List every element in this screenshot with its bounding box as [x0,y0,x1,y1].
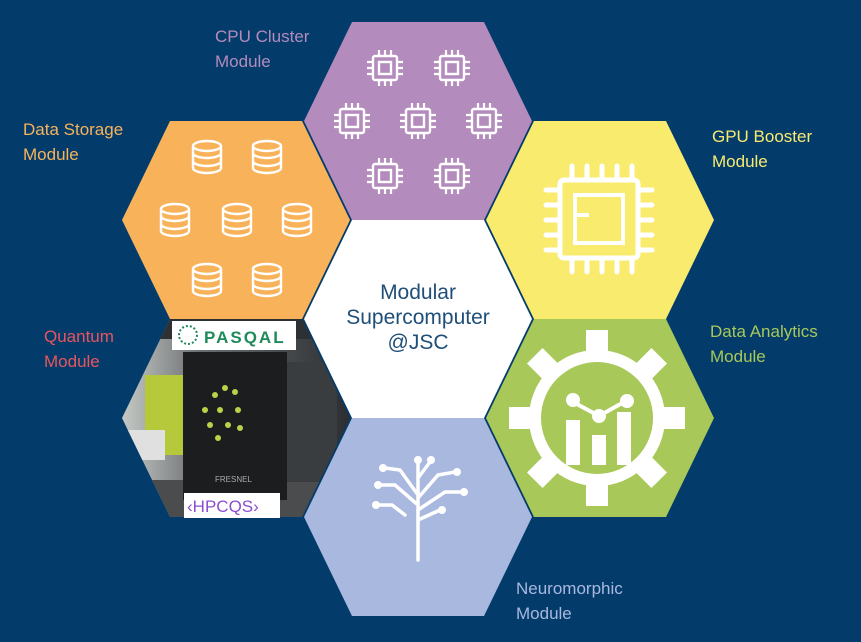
title-line-1: Modular [380,281,456,304]
hpcqs-logo: ‹HPCQS› [184,493,280,518]
data-analytics-hexagon [486,319,714,517]
data-storage-hexagon [122,121,350,319]
gear-chart-icon [509,330,685,506]
svg-text:PASQAL: PASQAL [204,328,286,347]
machine-label: FRESNEL [215,475,252,484]
neural-tree-icon [372,456,468,562]
pasqal-logo: PASQAL [172,321,296,350]
cpu-cluster-hexagon [304,22,532,220]
title-line-2: Supercomputer [346,306,490,329]
neuromorphic-hexagon [304,418,532,616]
svg-text:‹HPCQS›: ‹HPCQS› [187,497,259,516]
center-hexagon [304,220,532,418]
gpu-chip-icon [543,163,655,275]
page-title: Modular Supercomputer @JSC [318,280,518,355]
gpu-booster-hexagon [486,121,714,319]
title-line-3: @JSC [387,331,449,354]
pasqal-atom-logo [202,385,243,441]
